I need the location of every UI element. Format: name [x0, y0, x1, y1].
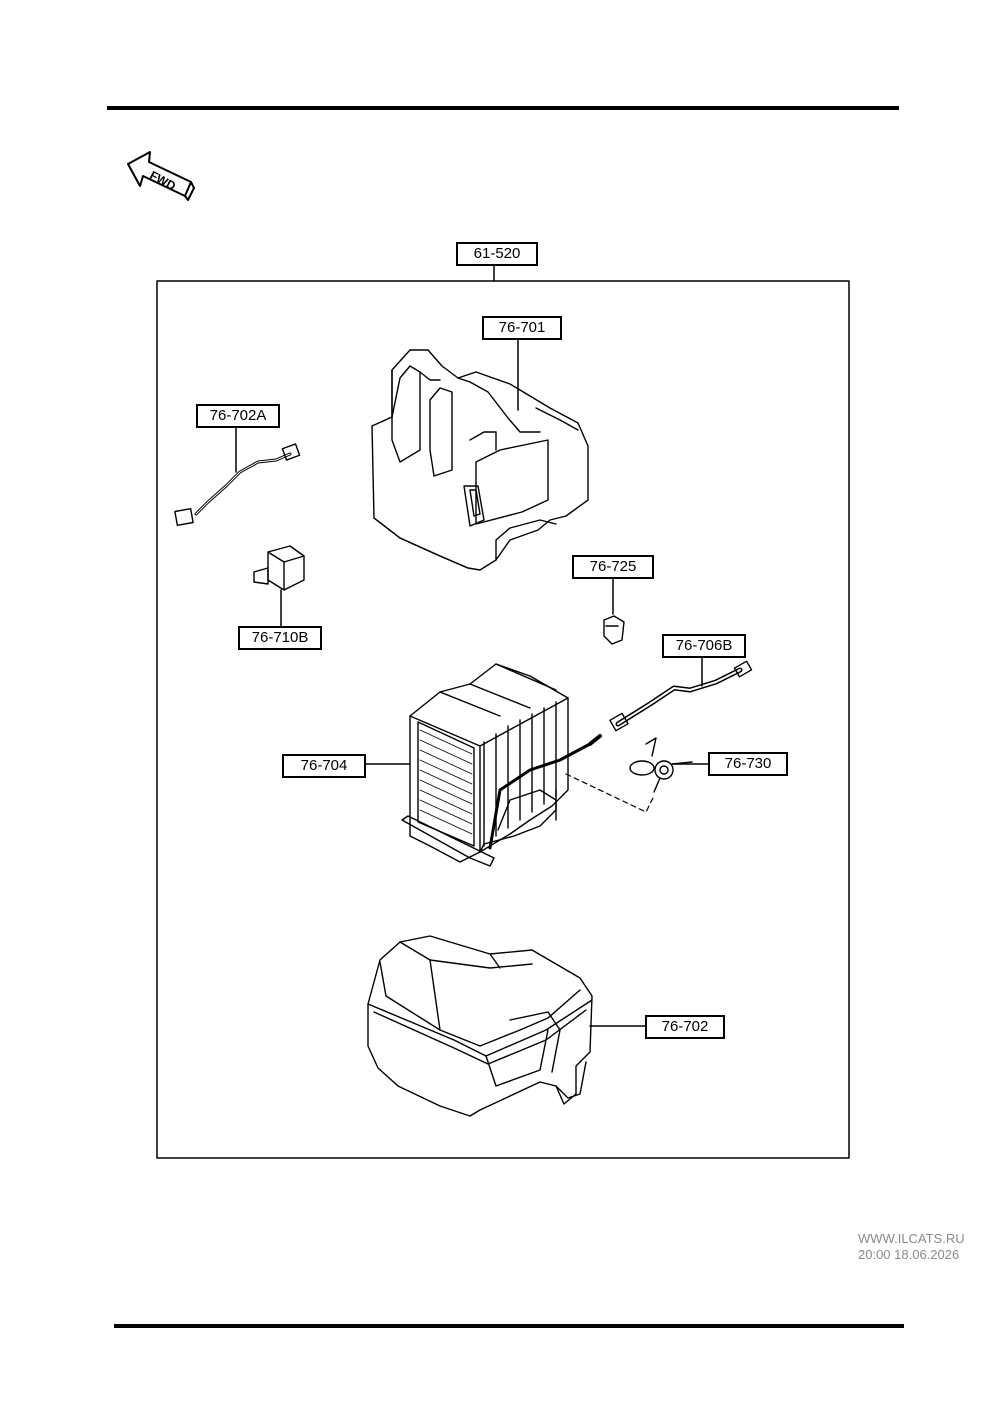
part-label-relay[interactable]: 76-710B [238, 626, 322, 650]
assembly-part-label[interactable]: 61-520 [456, 242, 538, 266]
wire-harness-icon [174, 443, 301, 526]
evaporator-core-icon [401, 663, 602, 867]
part-label-upper-case[interactable]: 76-701 [482, 316, 562, 340]
upper-case-icon [371, 349, 589, 571]
sensor-icon [629, 737, 693, 793]
bottom-rule [114, 1324, 904, 1328]
relay-icon [253, 545, 305, 591]
lower-case-icon [367, 935, 593, 1117]
watermark-timestamp: 20:00 18.06.2026 [858, 1247, 960, 1262]
pipe-icon [609, 660, 753, 732]
part-label-pipe[interactable]: 76-706B [662, 634, 746, 658]
clip-icon [603, 615, 625, 645]
watermark-site: WWW.ILCATS.RU [858, 1231, 965, 1246]
fwd-arrow-icon [127, 151, 195, 201]
part-label-clip[interactable]: 76-725 [572, 555, 654, 579]
watermark: WWW.ILCATS.RU 20:00 18.06.2026 [858, 1231, 965, 1263]
part-label-harness[interactable]: 76-702A [196, 404, 280, 428]
part-label-sensor[interactable]: 76-730 [708, 752, 788, 776]
part-label-evaporator[interactable]: 76-704 [282, 754, 366, 778]
top-rule [107, 106, 899, 110]
part-label-lower-case[interactable]: 76-702 [645, 1015, 725, 1039]
assembly-frame [156, 280, 850, 1159]
